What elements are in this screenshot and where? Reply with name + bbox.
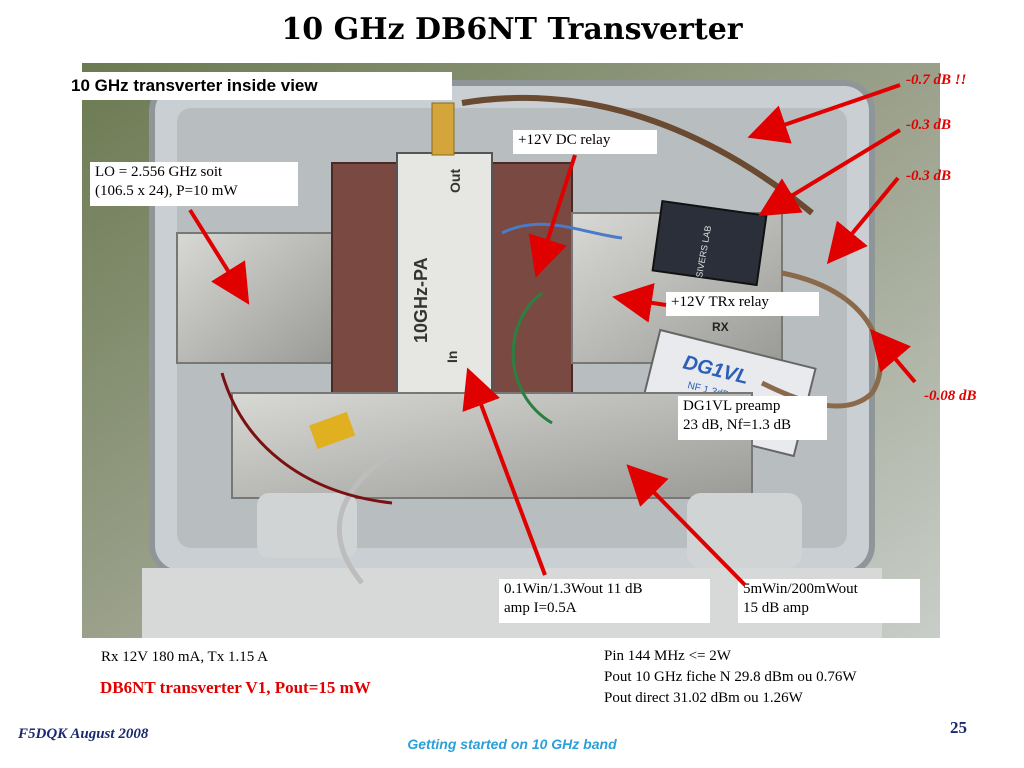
preamp-label-line1: DG1VL preamp [683,398,781,414]
power-line-pin: Pin 144 MHz <= 2W [604,648,731,664]
slide-title: 10 GHz DB6NT Transverter [281,12,743,47]
rx-mark: RX [712,320,729,334]
preamp-label: DG1VL preamp 23 dB, Nf=1.3 dB [678,396,827,440]
driver-label-line2: 15 dB amp [743,600,809,616]
transverter-photo: 10GHz-PA Out In SIVERS LAB DG1VL NF 1,3d… [82,63,940,638]
driver-label-line1: 5mWin/200mWout [743,581,858,597]
current-label: Rx 12V 180 mA, Tx 1.15 A [96,648,350,668]
version-label: DB6NT transverter V1, Pout=15 mW [94,675,478,702]
pa-module-name: 10GHz-PA [411,257,431,343]
driver-label: 5mWin/200mWout 15 dB amp [738,579,920,623]
power-line-direct: Pout direct 31.02 dBm ou 1.26W [604,690,803,706]
dc-relay-label: +12V DC relay [513,130,657,154]
loss-conn2: -0.3 dB [906,168,951,184]
pa-label-line1: 0.1Win/1.3Wout 11 dB [504,581,643,597]
pa-label-line2: amp I=0.5A [504,600,577,616]
footer-topic: Getting started on 10 GHz band [407,736,617,752]
loss-cable: -0.7 dB !! [906,72,967,88]
power-line-fiche-n: Pout 10 GHz fiche N 29.8 dBm ou 0.76W [604,669,857,685]
trx-relay-label: +12V TRx relay [666,292,819,316]
power-summary: Pin 144 MHz <= 2W Pout 10 GHz fiche N 29… [604,646,856,709]
loss-conn1: -0.3 dB [906,117,951,133]
lo-label-line2: (106.5 x 24), P=10 mW [95,183,238,199]
footer-author: F5DQK August 2008 [18,726,149,742]
pa-module-in-label: In [444,351,460,363]
page-number: 25 [950,718,967,737]
lo-label-line1: LO = 2.556 GHz soit [95,164,223,180]
pa-label: 0.1Win/1.3Wout 11 dB amp I=0.5A [499,579,710,623]
preamp-label-line2: 23 dB, Nf=1.3 dB [683,417,792,433]
lo-label: LO = 2.556 GHz soit (106.5 x 24), P=10 m… [90,162,298,206]
pa-module-out-label: Out [447,169,463,193]
loss-conn3: -0.08 dB [924,388,977,404]
slide-subtitle: 10 GHz transverter inside view [65,72,452,100]
